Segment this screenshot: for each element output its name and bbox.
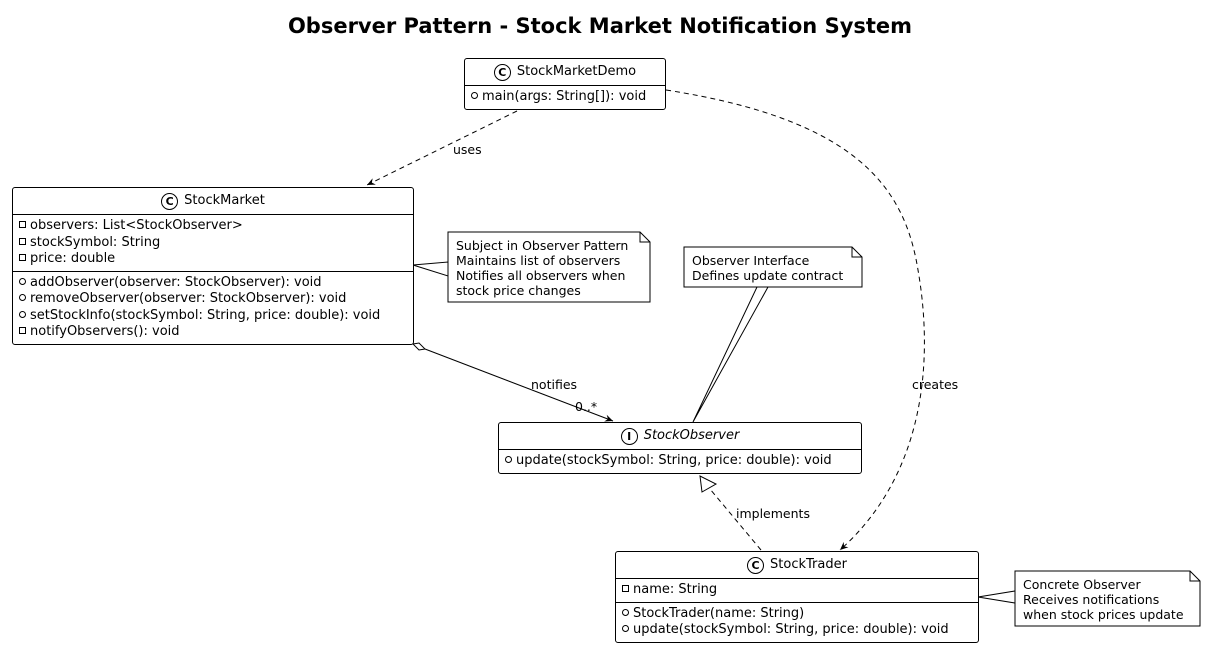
uses-arrow — [366, 110, 518, 186]
method: addObserver(observer: StockObserver): vo… — [19, 275, 409, 292]
method: update(stockSymbol: String, price: doubl… — [505, 453, 857, 470]
private-visibility-icon — [19, 254, 26, 261]
fields-section: name: String — [616, 578, 978, 602]
method: StockTrader(name: String) — [622, 606, 974, 623]
method: update(stockSymbol: String, price: doubl… — [622, 622, 974, 639]
diagram-title: Observer Pattern - Stock Market Notifica… — [287, 14, 913, 38]
concrete-note-shape — [1014, 570, 1201, 627]
class-header: C StockMarketDemo — [465, 59, 665, 85]
implements-label: implements — [736, 506, 810, 521]
class-stock-market[interactable]: C StockMarket observers: List<StockObserv… — [12, 187, 414, 345]
class-name: StockMarket — [184, 193, 265, 208]
aggregation-diamond — [411, 342, 427, 351]
fields-section: observers: List<StockObserver> stockSymb… — [13, 214, 413, 271]
public-visibility-icon — [505, 456, 512, 463]
method: removeObserver(observer: StockObserver):… — [19, 291, 409, 308]
method: notifyObservers(): void — [19, 324, 409, 341]
field: name: String — [622, 582, 974, 599]
public-visibility-icon — [19, 277, 26, 285]
multiplicity-label: 0..* — [575, 399, 598, 414]
class-stock-market-demo[interactable]: C StockMarketDemo main(args: String[]): v… — [464, 58, 666, 110]
class-stereotype-icon: C — [747, 556, 765, 574]
methods-section: main(args: String[]): void — [465, 85, 665, 109]
public-visibility-icon — [471, 92, 478, 99]
realization-triangle — [699, 475, 718, 493]
methods-section: StockTrader(name: String) update(stockSy… — [616, 601, 978, 642]
method: setStockInfo(stockSymbol: String, price:… — [19, 308, 409, 325]
note-concrete: Concrete Observer Receives notifications… — [1023, 577, 1184, 622]
interface-stock-observer[interactable]: I StockObserver update(stockSymbol: Strin… — [498, 422, 862, 474]
class-stereotype-icon: C — [161, 192, 179, 210]
field: price: double — [19, 251, 409, 268]
public-visibility-icon — [622, 608, 629, 616]
private-visibility-icon — [19, 327, 26, 334]
interface-note-shape — [683, 246, 863, 288]
method: main(args: String[]): void — [471, 89, 661, 106]
creates-arrow — [665, 89, 925, 551]
note-interface: Observer Interface Defines update contra… — [692, 253, 844, 283]
class-header: C StockTrader — [616, 552, 978, 578]
interface-note-anchor — [692, 286, 769, 423]
concrete-note-anchor — [977, 590, 1016, 604]
methods-section: addObserver(observer: StockObserver): vo… — [13, 270, 413, 344]
class-name: StockObserver — [643, 428, 740, 443]
field: observers: List<StockObserver> — [19, 218, 409, 235]
public-visibility-icon — [19, 294, 26, 301]
private-visibility-icon — [19, 221, 26, 228]
subject-note-anchor — [412, 261, 449, 277]
class-stock-trader[interactable]: C StockTrader name: String StockTrader(na… — [615, 551, 979, 643]
public-visibility-icon — [622, 625, 629, 632]
public-visibility-icon — [19, 310, 26, 318]
uses-label: uses — [453, 142, 482, 157]
class-stereotype-icon: C — [493, 63, 511, 81]
class-name: StockTrader — [770, 557, 847, 572]
class-name: StockMarketDemo — [516, 64, 637, 79]
private-visibility-icon — [622, 585, 629, 592]
interface-stereotype-icon: I — [620, 427, 638, 445]
methods-section: update(stockSymbol: String, price: doubl… — [499, 449, 861, 473]
private-visibility-icon — [19, 237, 26, 245]
class-header: C StockMarket — [13, 188, 413, 214]
note-subject: Subject in Observer Pattern Maintains li… — [456, 238, 629, 298]
notifies-arrow — [424, 348, 614, 422]
class-header: I StockObserver — [499, 423, 861, 449]
notifies-label: notifies — [531, 377, 578, 392]
creates-label: creates — [912, 377, 959, 392]
field: stockSymbol: String — [19, 235, 409, 252]
subject-note-shape — [447, 231, 651, 303]
implements-arrow — [709, 488, 762, 551]
